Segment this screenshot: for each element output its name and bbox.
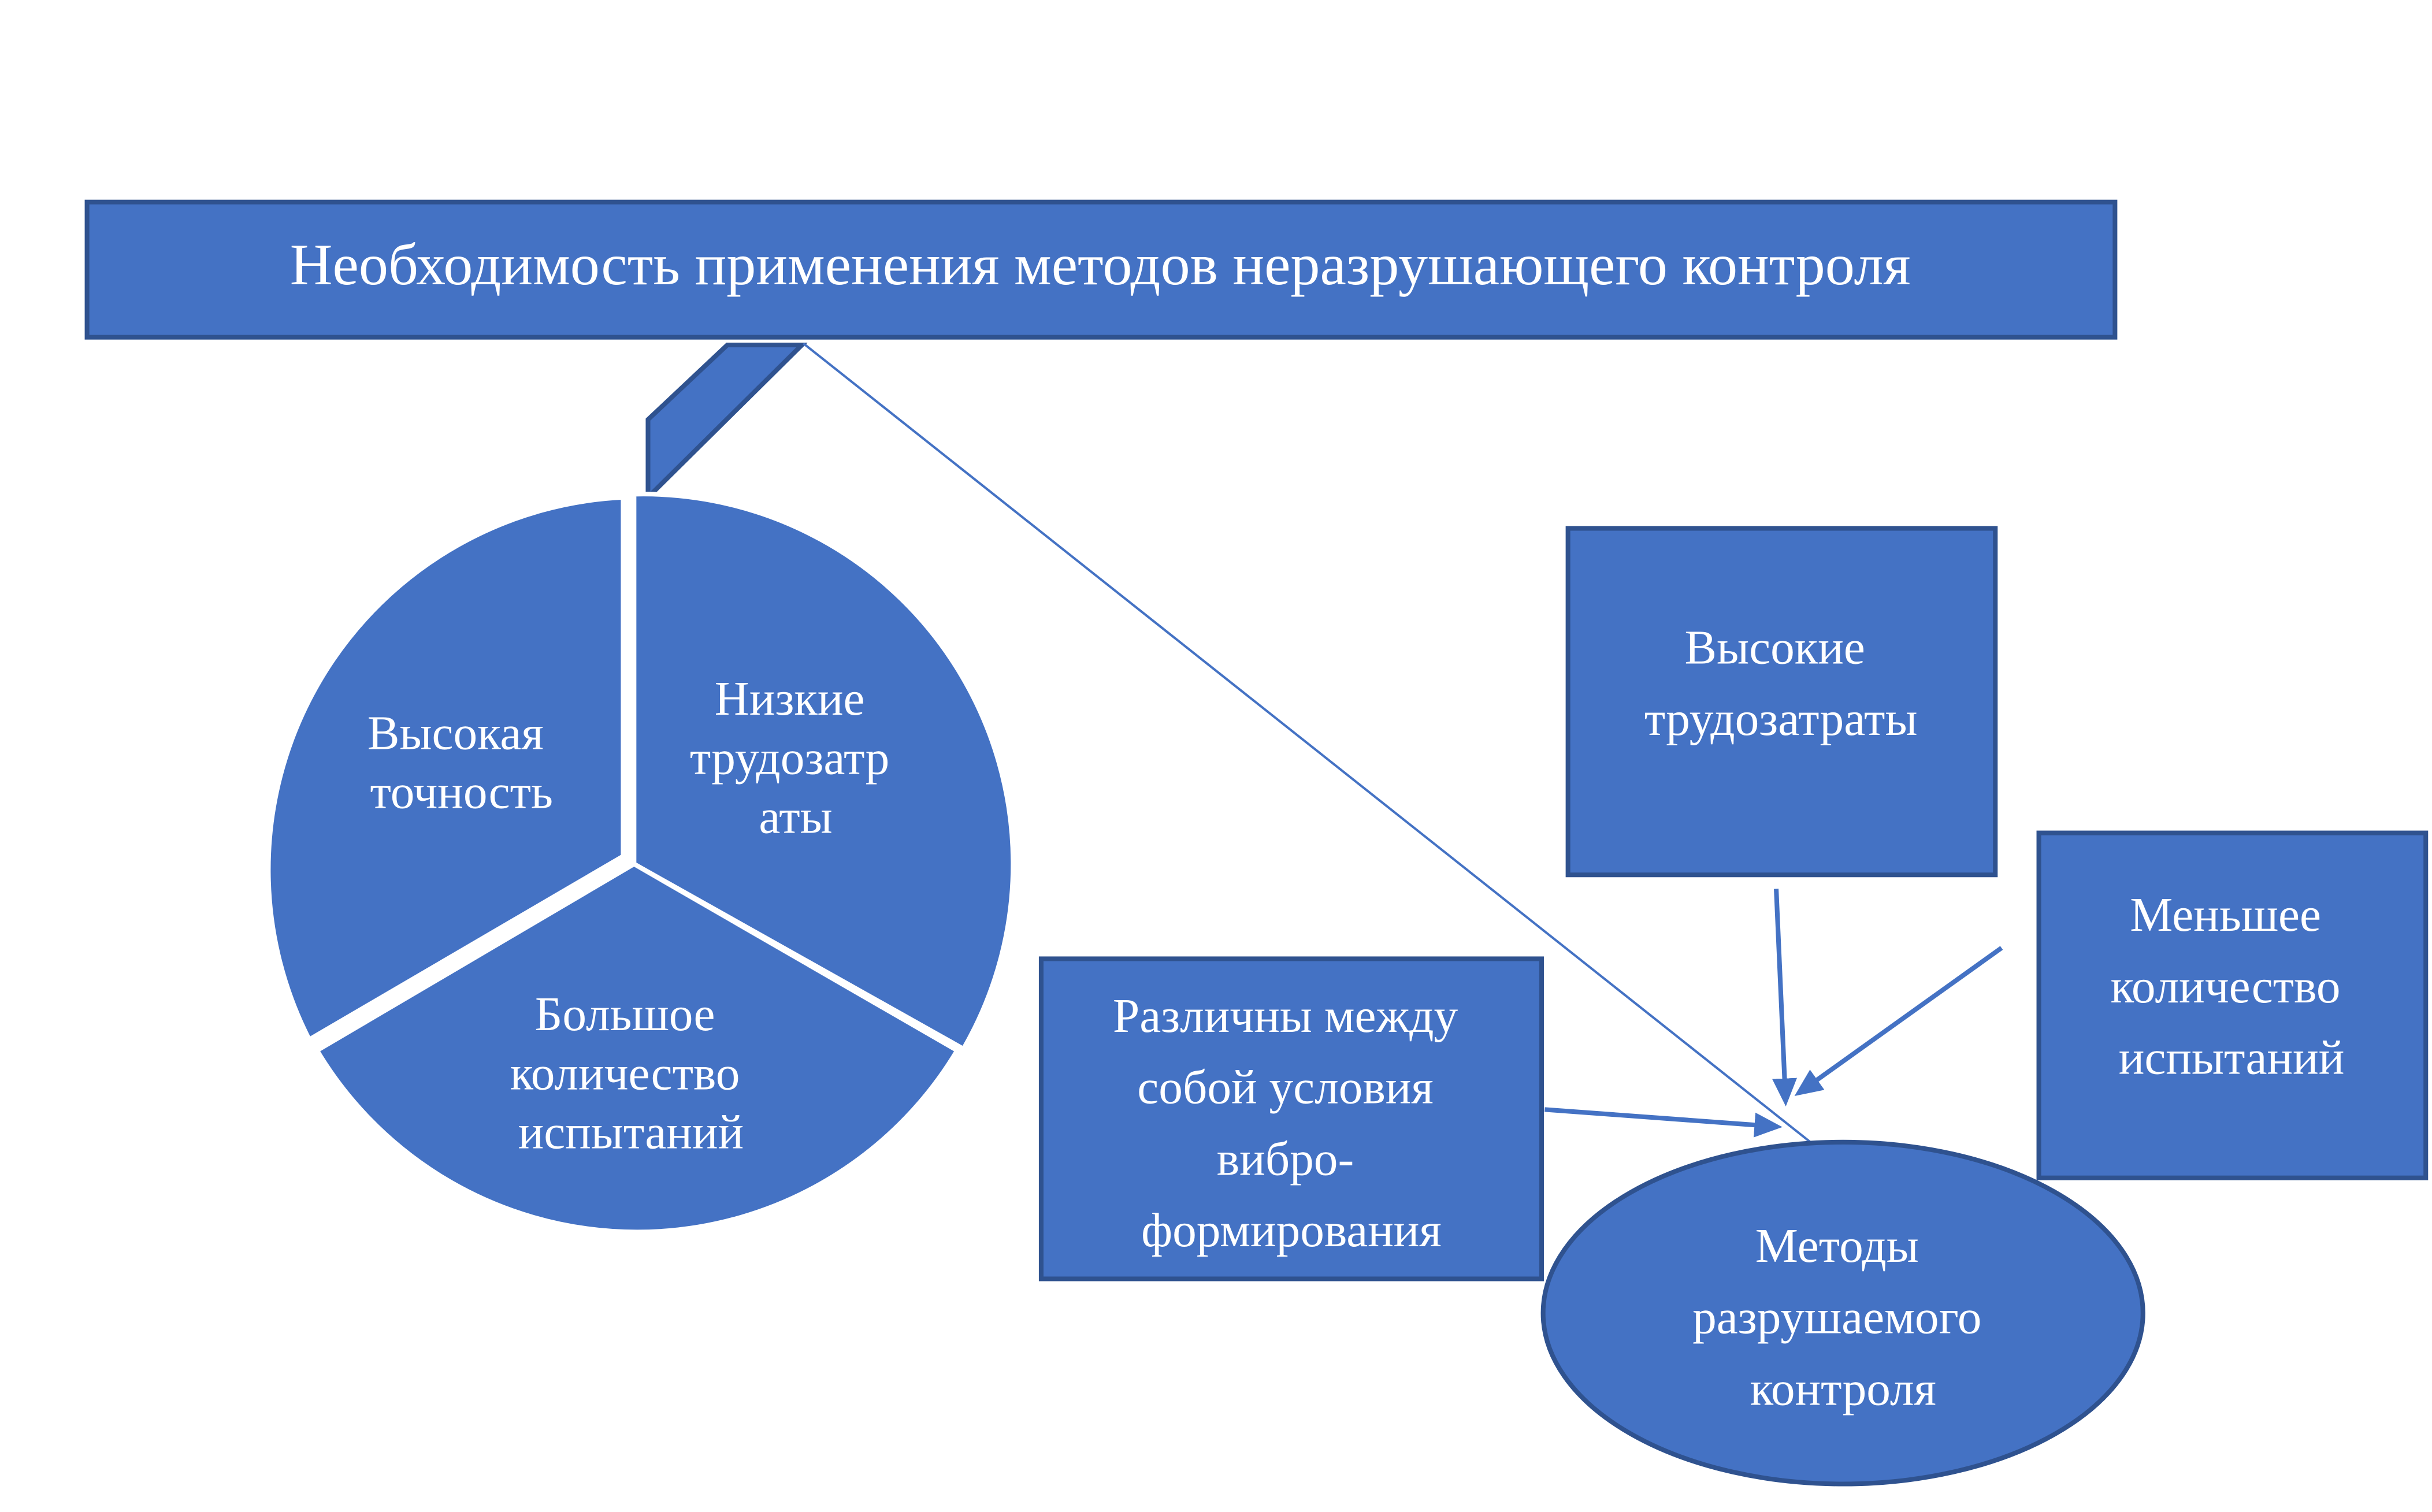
ellipse-text: Методы разрушаемого контроля <box>1692 1220 1993 1416</box>
pie-slice-low-labor <box>632 492 1016 1052</box>
connector-line <box>803 342 1811 1143</box>
callout-connector <box>645 343 808 503</box>
box-high-labor: Высокие трудозатраты <box>1565 526 1998 878</box>
title-text: Необходимость применения методов неразру… <box>290 232 1911 298</box>
box-fewer-tests: Меньшее количество испытаний <box>2036 830 2429 1180</box>
box-high-labor-text: Высокие трудозатраты <box>1644 621 1918 746</box>
arrow-from-fewer-tests <box>1794 946 2003 1097</box>
ellipse-destructive-methods: Методы разрушаемого контроля <box>1540 1139 2145 1487</box>
title-box: Необходимость применения методов неразру… <box>84 199 2118 340</box>
box-fewer-tests-text: Меньшее количество испытаний <box>2111 889 2353 1084</box>
box-conditions: Различны между собой условия вибро- форм… <box>1038 956 1544 1281</box>
arrow-from-conditions <box>1544 1107 1783 1138</box>
arrow-from-high-labor <box>1772 889 1798 1106</box>
pie-label-low-labor: Низкие трудозатр аты <box>690 673 901 844</box>
pie-label-many-tests: Большое количество испытаний <box>510 988 752 1159</box>
pie-slice-many-tests <box>314 861 961 1235</box>
box-conditions-text: Различны между собой условия вибро- форм… <box>1113 990 1470 1257</box>
pie-slice-high-accuracy <box>266 495 626 1043</box>
pie-label-high-accuracy: Высокая точность <box>367 707 556 819</box>
pie-chart: Низкие трудозатр аты Большое количество … <box>266 492 1016 1235</box>
